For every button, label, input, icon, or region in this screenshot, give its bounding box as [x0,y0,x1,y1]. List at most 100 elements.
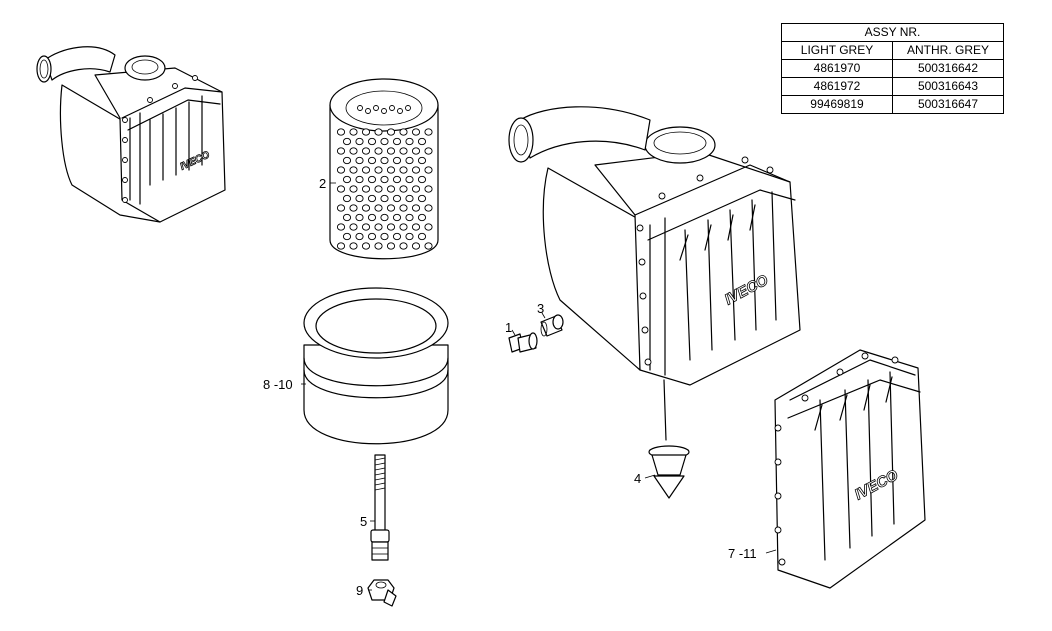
perforation-hole [399,147,408,155]
perforation-hole [336,147,346,155]
perforation-hole [355,175,364,184]
table-cell: 500316642 [892,59,1004,78]
perforation-hole [367,156,377,165]
callout-7-11: 7 -11 [728,546,757,561]
perforation-hole [386,147,396,155]
table-cell: 500316647 [892,95,1004,114]
perforation-hole [405,156,414,165]
perforation-hole [373,105,379,111]
perforation-hole [392,156,402,165]
callout-4: 4 [634,471,641,486]
perforation-hole [417,232,427,241]
perforation-hole [405,232,414,241]
plug-illustration [540,314,564,337]
perforation-hole [399,185,408,193]
perforation-hole [336,166,346,174]
perforation-hole [342,156,352,165]
perforation-hole [411,147,421,155]
perforation-hole [411,166,421,174]
perforation-hole [357,105,363,111]
perforation-hole [336,242,346,250]
perforation-hole [405,175,414,184]
perforation-hole [392,194,402,203]
perforation-hole [380,213,389,222]
perforation-hole [365,108,371,114]
filter-element-illustration [329,78,439,260]
perforation-hole [374,166,383,174]
perforation-hole [424,128,433,136]
small-assembly-illustration: IVECO [36,46,226,223]
callout-1: 1 [505,320,512,335]
perforation-hole [397,108,403,114]
perforation-hole [349,147,358,155]
perforation-hole [374,242,383,250]
perforation-hole [336,185,346,193]
perforation-hole [389,105,395,111]
callout-2: 2 [319,176,326,191]
perforation-hole [399,204,408,212]
table-row: 4861970 500316642 [781,59,1004,78]
perforation-hole [342,175,352,184]
filter-ring-illustration [303,287,449,445]
table-row: 99469819 500316647 [781,95,1004,114]
perforation-hole [424,147,433,155]
perforation-hole [411,128,421,136]
perforation-hole [411,242,421,250]
perforation-hole [349,242,358,250]
perforation-hole [342,137,352,146]
perforation-hole [399,223,408,231]
perforation-hole [424,223,433,231]
perforation-hole [424,242,433,250]
table-row: 4861972 500316643 [781,77,1004,96]
screw-illustration [508,332,538,353]
perforation-hole [342,213,352,222]
perforation-hole [411,223,421,231]
perforation-hole [417,175,427,184]
perforation-hole [380,194,389,203]
perforation-hole [355,213,364,222]
perforation-hole [361,204,371,212]
housing-cover-illustration: IVECO [774,349,926,589]
perforation-hole [380,137,389,146]
callout-3: 3 [537,301,544,316]
perforation-hole [349,128,358,136]
perforation-hole [367,137,377,146]
perforation-hole [399,166,408,174]
perforation-hole [417,194,427,203]
table-cell: 99469819 [781,95,893,114]
perforation-hole [386,166,396,174]
perforation-hole [424,166,433,174]
callout-8-10: 8 -10 [263,377,293,392]
perforation-hole [411,185,421,193]
perforation-hole [342,232,352,241]
perforation-hole [336,204,346,212]
perforation-hole [342,194,352,203]
callout-leaders [301,182,777,591]
perforation-hole [386,223,396,231]
perforation-hole [386,128,396,136]
perforation-hole [361,242,371,250]
perforation-hole [417,137,427,146]
perforation-hole [374,223,383,231]
perforation-hole [355,156,364,165]
perforation-hole [349,223,358,231]
perforation-hole [405,213,414,222]
callout-5: 5 [360,514,367,529]
perforation-hole [405,137,414,146]
perforation-hole [380,156,389,165]
perforation-hole [355,194,364,203]
perforation-hole [374,128,383,136]
perforation-hole [361,128,371,136]
perforation-hole [367,213,377,222]
perforation-hole [374,147,383,155]
perforation-hole [349,166,358,174]
perforation-hole [405,105,411,111]
perforation-hole [392,137,402,146]
dust-valve-illustration [648,445,690,499]
perforation-hole [380,232,389,241]
callout-9: 9 [356,583,363,598]
perforation-hole [386,242,396,250]
perforation-hole [424,185,433,193]
perforation-hole [411,204,421,212]
